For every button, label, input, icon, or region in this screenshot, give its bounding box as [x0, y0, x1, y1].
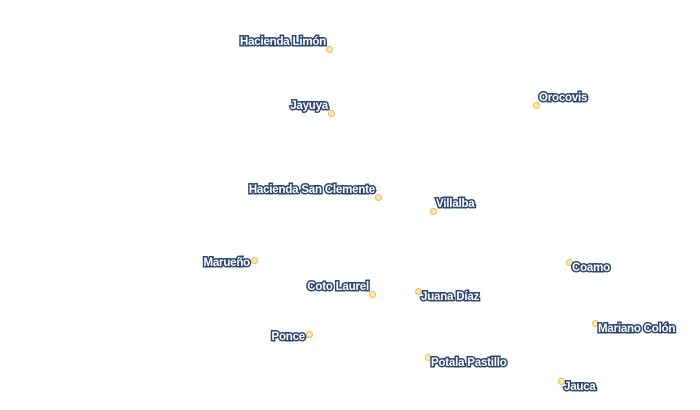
- place-marker-icon[interactable]: [565, 258, 573, 266]
- place-label: Coamo: [571, 261, 612, 275]
- place-label: Ponce: [270, 330, 307, 344]
- place-marker-icon[interactable]: [532, 101, 540, 109]
- place-label: Jayuya: [289, 99, 330, 113]
- place-label: Juana Díaz: [419, 290, 480, 304]
- place-marker-icon[interactable]: [429, 207, 437, 215]
- place-label: Mariano Colón: [596, 322, 676, 336]
- place-marker-icon[interactable]: [327, 109, 335, 117]
- place-marker-icon[interactable]: [305, 330, 313, 338]
- place-marker-icon[interactable]: [414, 287, 422, 295]
- place-label: Villalba: [434, 197, 476, 211]
- place-marker-icon[interactable]: [557, 377, 565, 385]
- place-label: Hacienda Limón: [238, 35, 327, 49]
- place-marker-icon[interactable]: [591, 319, 599, 327]
- place-marker-icon[interactable]: [325, 45, 333, 53]
- place-label: Orocovis: [537, 91, 588, 105]
- place-marker-icon[interactable]: [424, 353, 432, 361]
- place-label: Hacienda San Clemente: [247, 183, 376, 197]
- place-marker-icon[interactable]: [368, 290, 376, 298]
- place-label: Marueño: [202, 256, 252, 270]
- place-marker-icon[interactable]: [374, 193, 382, 201]
- place-marker-icon[interactable]: [250, 256, 258, 264]
- place-label: Jauca: [563, 380, 598, 394]
- place-label: Coto Laurel: [306, 280, 371, 294]
- place-label: Potala Pastillo: [430, 356, 509, 370]
